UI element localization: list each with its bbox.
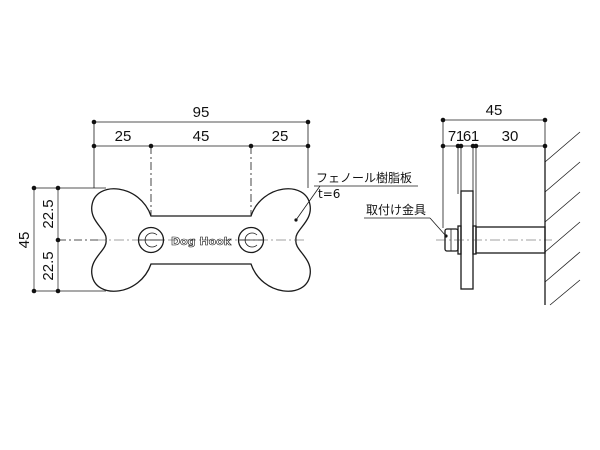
dim-seg-3: 6 <box>463 128 471 145</box>
front-vertical-dimensions: 45 22.5 22.5 <box>16 185 106 294</box>
annotations: フェノール樹脂板 t=6 取付け金具 <box>294 170 448 238</box>
bone-plate-outline <box>91 188 311 292</box>
thickness-label: t=6 <box>318 187 340 201</box>
dim-upper-half: 22.5 <box>40 199 57 228</box>
dim-middle-segment: 45 <box>193 128 210 145</box>
dim-seg-1: 7 <box>448 128 456 145</box>
dim-seg-4: 1 <box>471 128 479 145</box>
dim-seg-2: 1 <box>456 128 464 145</box>
side-dimensions: 45 7 1 6 1 30 <box>440 102 548 228</box>
right-fitting-icon <box>237 226 265 254</box>
dim-seg-5: 30 <box>502 128 519 145</box>
dim-lower-half: 22.5 <box>40 251 57 280</box>
dim-total-depth: 45 <box>486 102 503 119</box>
engraving-text: Dog Hook <box>171 235 232 248</box>
dim-total-width: 95 <box>193 104 210 121</box>
material-label: フェノール樹脂板 <box>316 170 412 185</box>
left-fitting-icon <box>137 226 165 254</box>
side-view: 45 7 1 6 1 30 <box>436 102 552 290</box>
dim-right-segment: 25 <box>272 128 289 145</box>
fitting-label: 取付け金具 <box>366 202 426 217</box>
front-view: 95 25 45 25 45 22.5 22.5 <box>16 104 311 294</box>
dim-total-height: 45 <box>16 232 33 249</box>
dim-left-segment: 25 <box>115 128 132 145</box>
wall-section <box>544 131 581 306</box>
front-horizontal-dimensions: 95 25 45 25 <box>91 104 311 215</box>
